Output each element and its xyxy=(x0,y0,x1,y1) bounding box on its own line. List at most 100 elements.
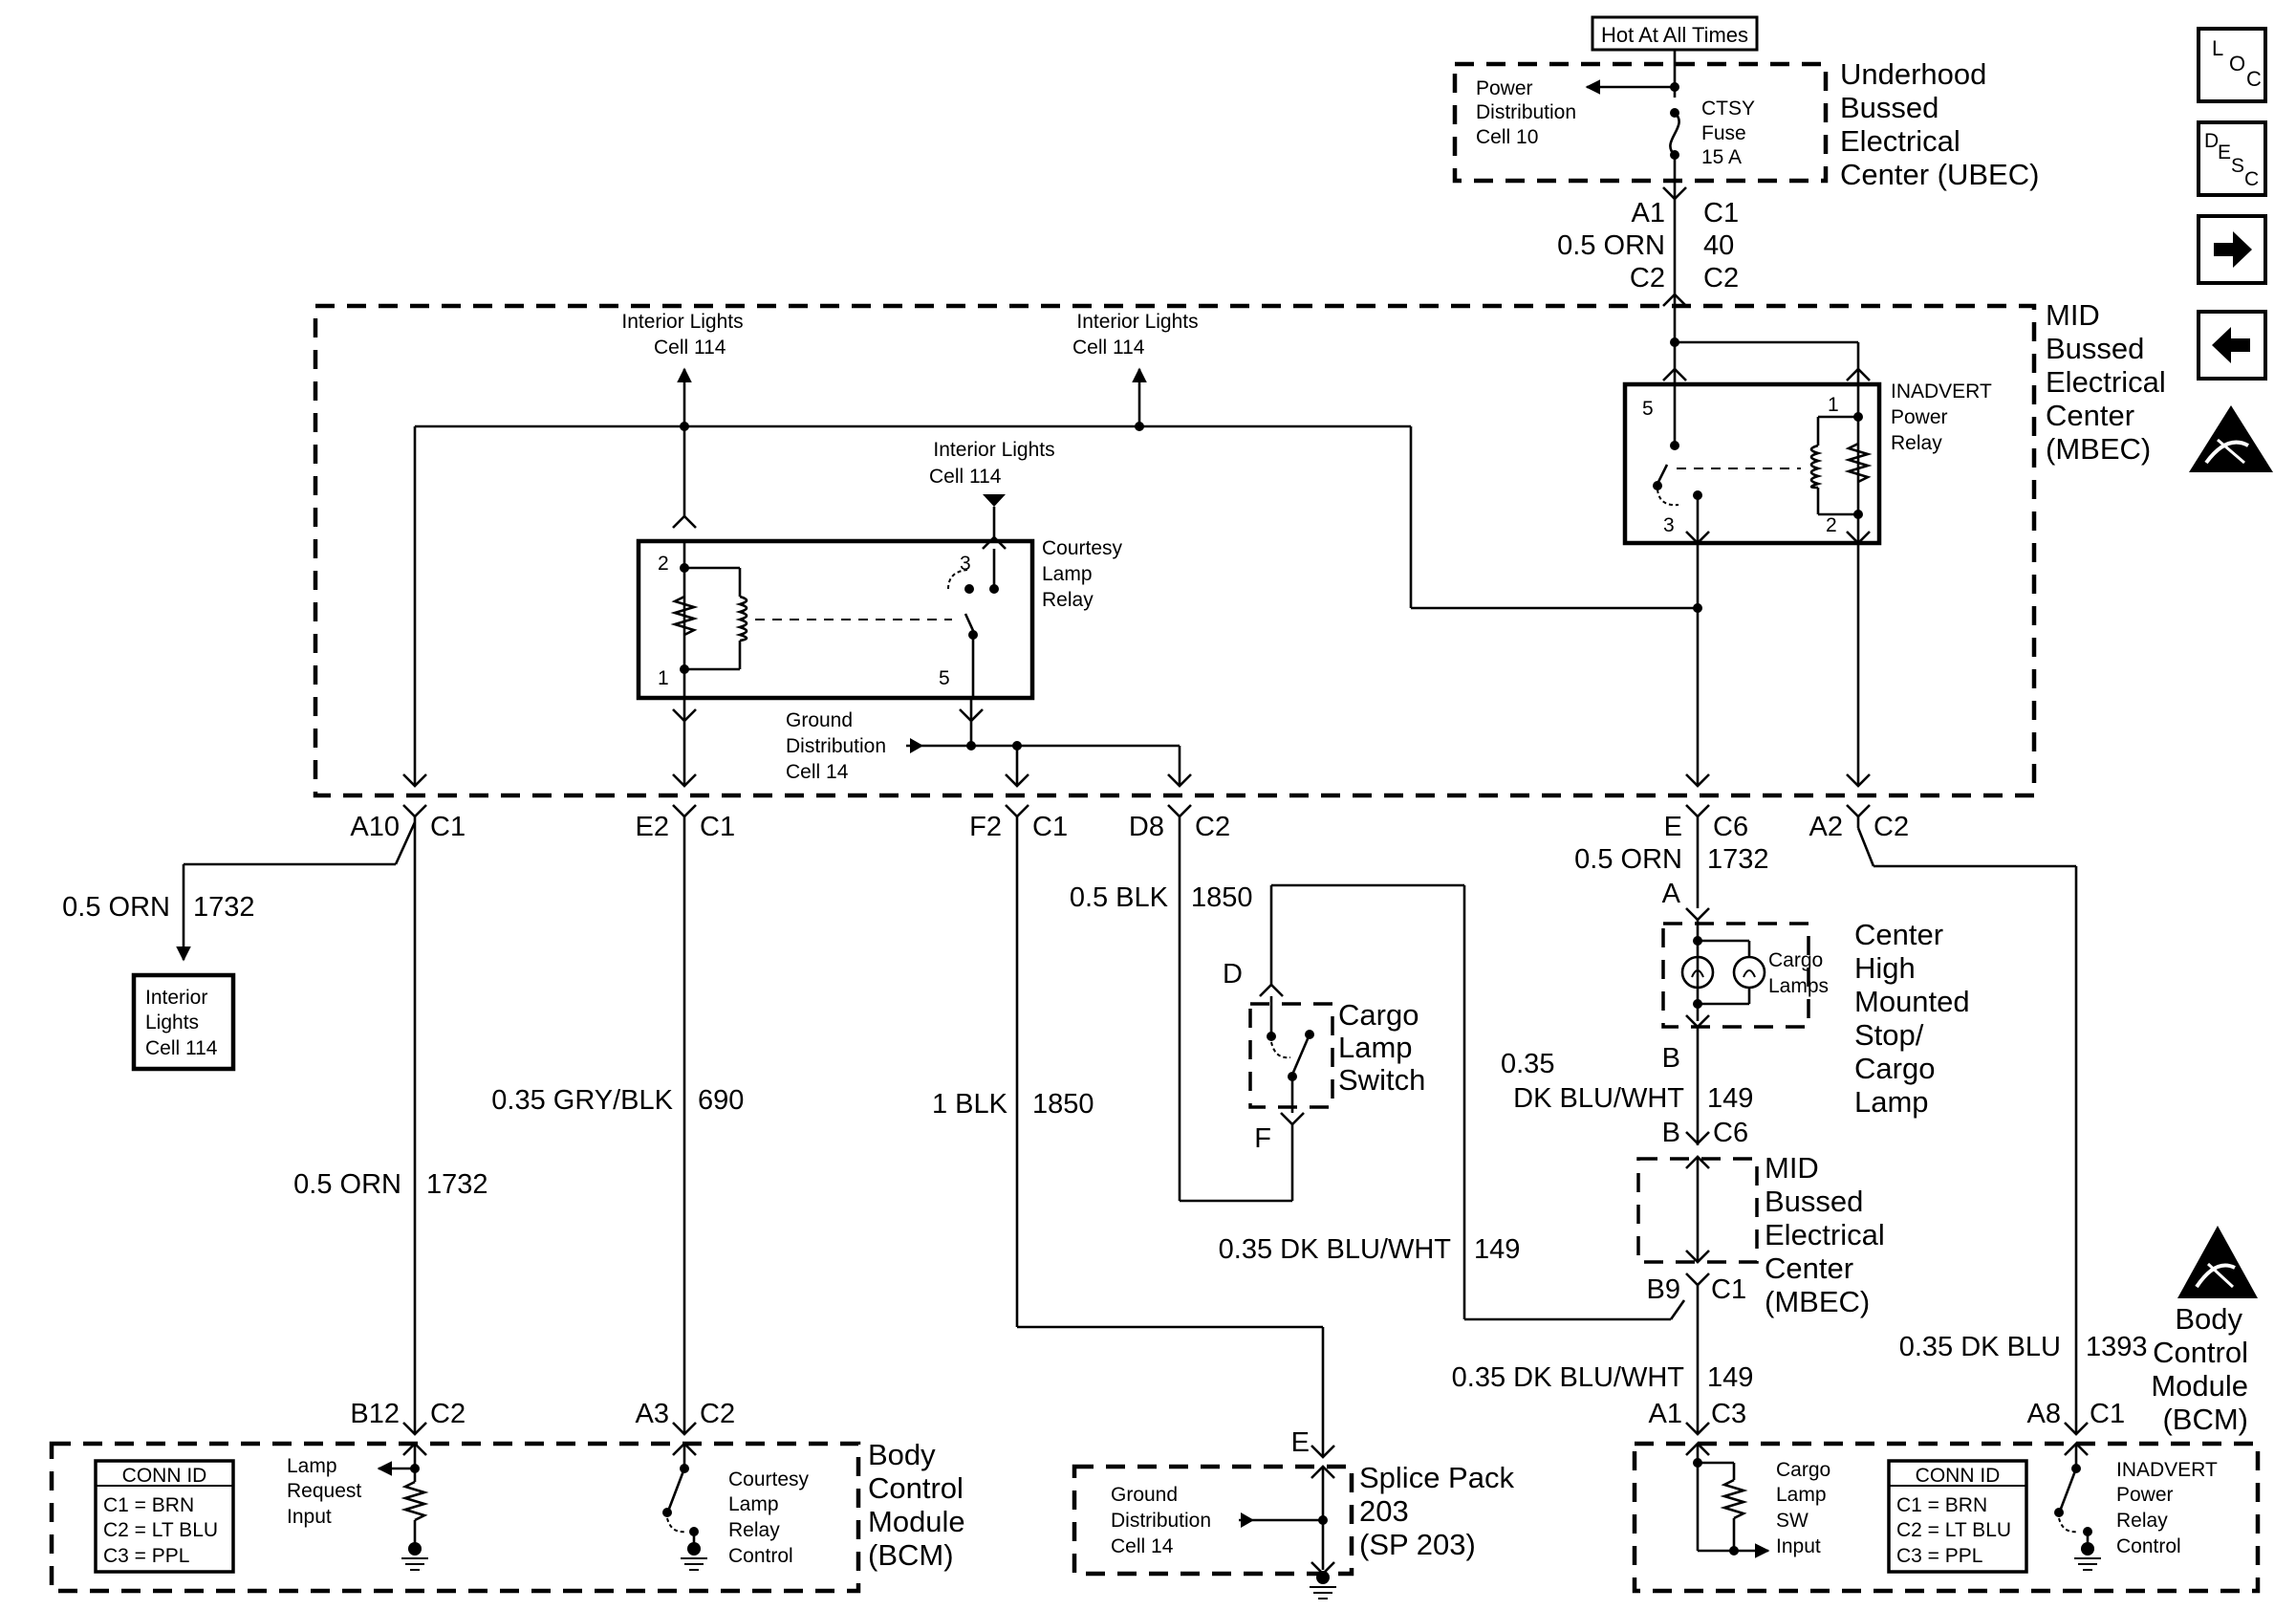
courtesy-relay-internals xyxy=(670,541,999,698)
splice-pack-internals xyxy=(1239,1467,1336,1599)
svg-text:1850: 1850 xyxy=(1191,882,1253,913)
bcm-right-box xyxy=(1632,1441,2261,1594)
cargo-lamps-icon xyxy=(1680,920,1766,1021)
svg-text:C3: C3 xyxy=(1711,1399,1746,1429)
wire-orn-left-label: 0.5 ORN 1732 xyxy=(62,892,254,923)
svg-text:Mounted: Mounted xyxy=(1854,985,1970,1018)
chmsl-label: Center High Mounted Stop/ Cargo Lamp xyxy=(1854,918,1970,1119)
svg-text:High: High xyxy=(1854,951,1916,985)
svg-text:Interior: Interior xyxy=(145,987,207,1009)
svg-text:0.35 DK BLU: 0.35 DK BLU xyxy=(1899,1332,2061,1362)
svg-text:B: B xyxy=(1662,1118,1680,1148)
svg-text:C1 = BRN: C1 = BRN xyxy=(1896,1494,1987,1516)
mbec-2-title: MID Bussed Electrical Center (MBEC) xyxy=(1765,1151,1885,1318)
svg-text:C1: C1 xyxy=(430,812,466,842)
courtesy-relay-control-label: Courtesy Lamp Relay Control xyxy=(728,1469,810,1567)
svg-text:1732: 1732 xyxy=(193,892,255,923)
svg-text:0.5 BLK: 0.5 BLK xyxy=(1070,882,1169,913)
svg-text:C6: C6 xyxy=(1713,812,1748,842)
svg-text:Cell 14: Cell 14 xyxy=(1111,1535,1174,1557)
esd-icon[interactable] xyxy=(2189,405,2273,472)
courtesy-lamp-relay xyxy=(636,538,1035,701)
svg-text:Interior Lights: Interior Lights xyxy=(1076,311,1198,333)
svg-text:D: D xyxy=(2204,130,2219,152)
svg-text:1850: 1850 xyxy=(1032,1089,1094,1120)
inadvert-control-label: INADVERT Power Relay Control xyxy=(2116,1459,2218,1557)
cargo-switch-internals xyxy=(1267,996,1314,1113)
esd-warning-icon xyxy=(2177,1226,2258,1298)
wire-dkblu-mid-label: 0.35 DK BLU/WHT 149 xyxy=(1219,1234,1521,1265)
svg-text:149: 149 xyxy=(1707,1362,1753,1393)
svg-text:1: 1 xyxy=(658,667,669,689)
connector-a2-c2: A2 C2 xyxy=(1809,812,1910,842)
bcm-left-title: Body Control Module (BCM) xyxy=(868,1438,965,1572)
svg-text:C1: C1 xyxy=(1032,812,1068,842)
svg-text:Splice Pack: Splice Pack xyxy=(1359,1461,1514,1494)
loc-icon[interactable]: L O C xyxy=(2197,27,2267,103)
svg-text:2: 2 xyxy=(1826,514,1837,536)
svg-text:C2: C2 xyxy=(1630,263,1665,294)
desc-icon[interactable]: D E S C xyxy=(2197,120,2267,197)
svg-text:Cargo: Cargo xyxy=(1768,949,1823,971)
top-wire-label: A1 C1 0.5 ORN 40 C2 C2 xyxy=(1557,198,1739,294)
svg-text:0.35: 0.35 xyxy=(1501,1049,1554,1079)
svg-text:Underhood: Underhood xyxy=(1840,57,1986,91)
svg-text:CONN ID: CONN ID xyxy=(122,1465,207,1487)
svg-text:SW: SW xyxy=(1776,1510,1809,1532)
ubec-title: Underhood Bussed Electrical Center (UBEC… xyxy=(1840,57,2039,191)
svg-text:E: E xyxy=(1664,812,1682,842)
svg-text:INADVERT: INADVERT xyxy=(1891,381,1992,402)
next-arrow-icon[interactable] xyxy=(2197,214,2267,285)
splice-pin-e: E xyxy=(1291,1427,1310,1458)
bcm-right-conn-id: CONN ID C1 = BRN C2 = LT BLU C3 = PPL xyxy=(1887,1459,2028,1574)
prev-arrow-icon[interactable] xyxy=(2197,310,2267,381)
inadvert-control-switch xyxy=(2054,1444,2101,1571)
svg-text:5: 5 xyxy=(1642,398,1654,420)
svg-text:Bussed: Bussed xyxy=(2046,332,2144,365)
svg-text:CTSY: CTSY xyxy=(1701,98,1755,120)
svg-text:Ground: Ground xyxy=(786,709,853,731)
cargo-lamps-label: Cargo Lamps xyxy=(1768,949,1829,997)
svg-text:Cargo: Cargo xyxy=(1338,998,1419,1032)
inadvert-relay-label: INADVERT Power Relay xyxy=(1891,381,1992,454)
connector-b-c6: B C6 xyxy=(1662,1118,1748,1148)
svg-text:Lamp: Lamp xyxy=(1776,1484,1827,1506)
courtesy-relay-control-switch xyxy=(662,1444,707,1571)
svg-text:Module: Module xyxy=(868,1505,965,1538)
svg-text:Distribution: Distribution xyxy=(1476,101,1576,123)
svg-text:A3: A3 xyxy=(636,1399,669,1429)
svg-text:A1: A1 xyxy=(1632,198,1665,228)
chmsl-box xyxy=(1661,922,1810,1029)
svg-text:A2: A2 xyxy=(1809,812,1843,842)
svg-text:1: 1 xyxy=(1828,394,1839,416)
svg-text:Cell 114: Cell 114 xyxy=(654,337,726,359)
svg-text:O: O xyxy=(2229,52,2245,76)
ctsy-fuse-label: CTSY Fuse 15 A xyxy=(1701,98,1755,168)
svg-text:Lamp: Lamp xyxy=(1042,563,1093,585)
svg-text:Electrical: Electrical xyxy=(2046,365,2166,399)
svg-text:0.5 ORN: 0.5 ORN xyxy=(1557,230,1665,261)
svg-text:L: L xyxy=(2212,36,2223,60)
svg-text:Distribution: Distribution xyxy=(786,735,886,757)
svg-text:Courtesy: Courtesy xyxy=(728,1469,810,1490)
chmsl-pin-b: B xyxy=(1662,1043,1680,1074)
svg-text:C1: C1 xyxy=(700,812,735,842)
inadvert-relay-internals xyxy=(1653,384,1873,786)
svg-text:C2: C2 xyxy=(430,1399,466,1429)
svg-text:Power: Power xyxy=(1476,77,1533,99)
svg-text:E2: E2 xyxy=(636,812,669,842)
svg-text:Lamp: Lamp xyxy=(1338,1031,1413,1064)
svg-text:A10: A10 xyxy=(350,812,400,842)
wire-dkblu-low-label: 0.35 DK BLU/WHT 149 xyxy=(1452,1362,1754,1393)
svg-text:3: 3 xyxy=(960,553,971,575)
cargo-lamp-sw-input xyxy=(1693,1444,1770,1558)
svg-text:Interior Lights: Interior Lights xyxy=(933,439,1054,461)
svg-text:0.35 DK BLU/WHT: 0.35 DK BLU/WHT xyxy=(1219,1234,1452,1265)
svg-text:149: 149 xyxy=(1707,1083,1753,1114)
splice-pack-title: Splice Pack 203 (SP 203) xyxy=(1359,1461,1514,1561)
svg-text:C3 = PPL: C3 = PPL xyxy=(1896,1545,1982,1567)
svg-text:0.35 GRY/BLK: 0.35 GRY/BLK xyxy=(491,1085,673,1116)
svg-text:MID: MID xyxy=(1765,1151,1819,1185)
svg-text:Lamp: Lamp xyxy=(1854,1085,1929,1119)
connector-a10: A10 C1 xyxy=(350,812,466,842)
